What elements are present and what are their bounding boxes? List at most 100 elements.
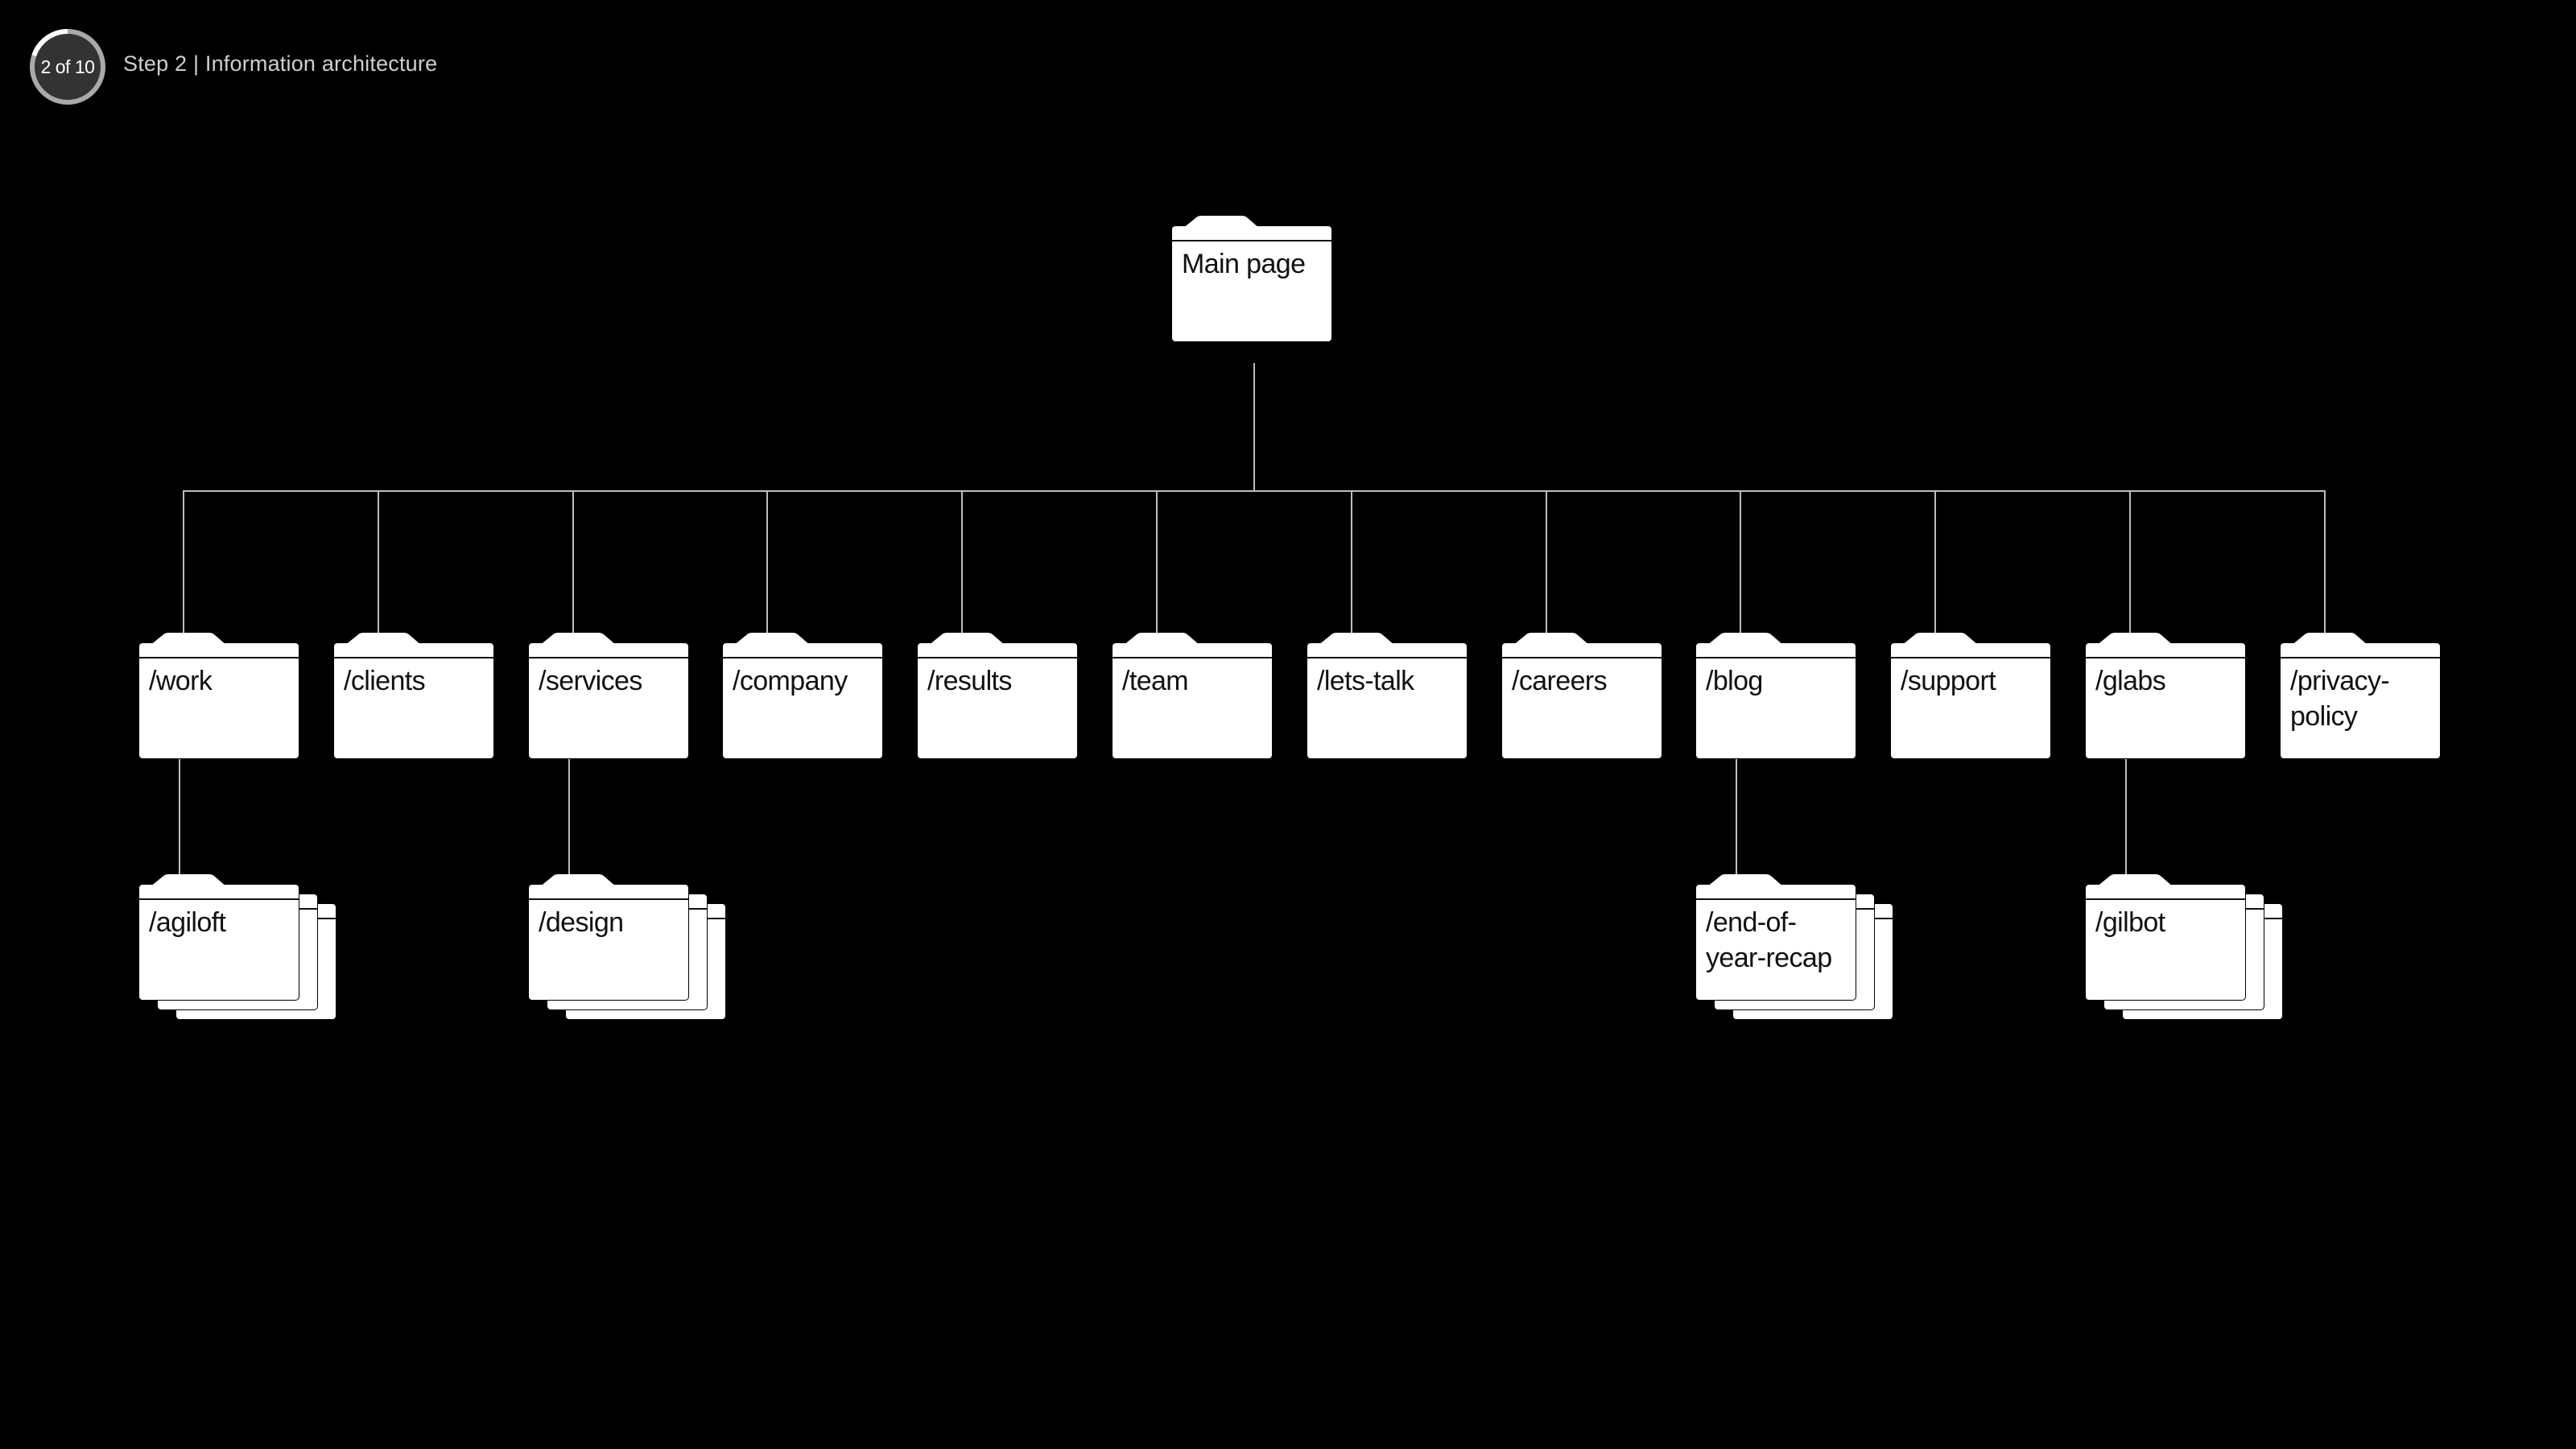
folder-agiloft[interactable]: /agiloft <box>138 874 336 1020</box>
folder-careers[interactable]: /careers <box>1501 633 1662 759</box>
folder-body <box>528 884 689 1001</box>
connector-line <box>1934 491 1936 633</box>
folder-blog[interactable]: /blog <box>1695 633 1856 759</box>
folder-label: /agiloft <box>149 907 226 938</box>
connector-line <box>1740 491 1741 633</box>
folder-body <box>528 642 689 759</box>
folder-services[interactable]: /services <box>528 633 689 759</box>
connector-line <box>183 491 184 633</box>
folder-body <box>1501 642 1662 759</box>
folder-results[interactable]: /results <box>917 633 1078 759</box>
connector-line <box>183 490 2326 492</box>
folder-label: /support <box>1901 666 1996 696</box>
folder-label: /privacy-policy <box>2290 666 2390 732</box>
folder-clients[interactable]: /clients <box>333 633 494 759</box>
folder-tab-icon <box>2291 633 2368 646</box>
connector-line <box>2324 491 2326 633</box>
folder-body <box>2085 642 2246 759</box>
folder-label: /end-of-year-recap <box>1706 907 1832 973</box>
card-divider <box>1696 898 1856 900</box>
folder-tab-icon <box>345 633 422 646</box>
connector-line <box>1736 759 1737 874</box>
card-divider <box>1696 657 1856 658</box>
card-divider <box>2281 657 2440 658</box>
card-divider <box>2086 657 2245 658</box>
folder-tab-icon <box>150 874 227 887</box>
card-divider <box>1113 657 1272 658</box>
folder-team[interactable]: /team <box>1112 633 1273 759</box>
connector-line <box>961 491 963 633</box>
folder-body <box>917 642 1078 759</box>
card-divider <box>139 657 299 658</box>
step-progress-badge: 2 of 10 <box>28 27 107 106</box>
folder-gilbot[interactable]: /gilbot <box>2085 874 2283 1020</box>
connector-line <box>1156 491 1158 633</box>
folder-privacy-policy[interactable]: /privacy-policy <box>2280 633 2441 759</box>
card-divider <box>529 898 688 900</box>
folder-label: /gilbot <box>2095 907 2165 938</box>
folder-label: /work <box>149 666 213 696</box>
connector-line <box>2125 759 2127 874</box>
folder-label: /company <box>733 666 848 696</box>
folder-body <box>333 642 494 759</box>
card-divider <box>918 657 1077 658</box>
card-divider <box>529 657 688 658</box>
folder-label: /design <box>539 907 624 938</box>
card-divider <box>2086 898 2245 900</box>
folder-label: /clients <box>344 666 426 696</box>
connector-line <box>568 759 570 874</box>
folder-tab-icon <box>1123 633 1200 646</box>
folder-tab-icon <box>1707 874 1784 887</box>
folder-support[interactable]: /support <box>1890 633 2051 759</box>
folder-tab-icon <box>1901 633 1979 646</box>
folder-label: /services <box>539 666 642 696</box>
connector-line <box>766 491 768 633</box>
folder-body <box>1171 225 1332 342</box>
folder-body <box>2280 642 2441 759</box>
folder-design[interactable]: /design <box>528 874 726 1020</box>
connector-line <box>2129 491 2131 633</box>
folder-tab-icon <box>733 633 811 646</box>
folder-tab-icon <box>2096 874 2174 887</box>
card-divider <box>139 898 299 900</box>
folder-tab-icon <box>1707 633 1784 646</box>
card-divider <box>334 657 493 658</box>
folder-work[interactable]: /work <box>138 633 299 759</box>
folder-body <box>722 642 883 759</box>
folder-tab-icon <box>539 633 617 646</box>
connector-line <box>1546 491 1547 633</box>
folder-body <box>138 642 299 759</box>
connector-line <box>1351 491 1352 633</box>
folder-body <box>1695 642 1856 759</box>
folder-body <box>2085 884 2246 1001</box>
folder-body <box>138 884 299 1001</box>
connector-line <box>179 759 180 874</box>
folder-glabs[interactable]: /glabs <box>2085 633 2246 759</box>
folder-tab-icon <box>539 874 617 887</box>
card-divider <box>1891 657 2050 658</box>
card-divider <box>1307 657 1467 658</box>
connector-line <box>572 491 574 633</box>
folder-tab-icon <box>928 633 1005 646</box>
folder-body <box>1112 642 1273 759</box>
folder-tab-icon <box>1183 216 1260 229</box>
progress-ring <box>30 29 105 105</box>
connector-line <box>378 491 379 633</box>
folder-label: /results <box>927 666 1012 696</box>
folder-label: Main page <box>1182 249 1306 279</box>
folder-body <box>1307 642 1468 759</box>
folder-body <box>1695 884 1856 1001</box>
step-count: 2 of 10 <box>40 56 95 77</box>
folder-main-page[interactable]: Main page <box>1171 216 1332 342</box>
step-title: Step 2 | Information architecture <box>123 52 438 76</box>
folder-label: /glabs <box>2095 666 2166 696</box>
card-divider <box>1172 240 1331 242</box>
folder-lets-talk[interactable]: /lets-talk <box>1307 633 1468 759</box>
card-divider <box>723 657 882 658</box>
folder-company[interactable]: /company <box>722 633 883 759</box>
folder-tab-icon <box>1513 633 1590 646</box>
folder-label: /team <box>1122 666 1189 696</box>
connector-line <box>1253 363 1255 491</box>
folder-tab-icon <box>150 633 227 646</box>
folder-end-of-year-recap[interactable]: /end-of-year-recap <box>1695 874 1893 1020</box>
